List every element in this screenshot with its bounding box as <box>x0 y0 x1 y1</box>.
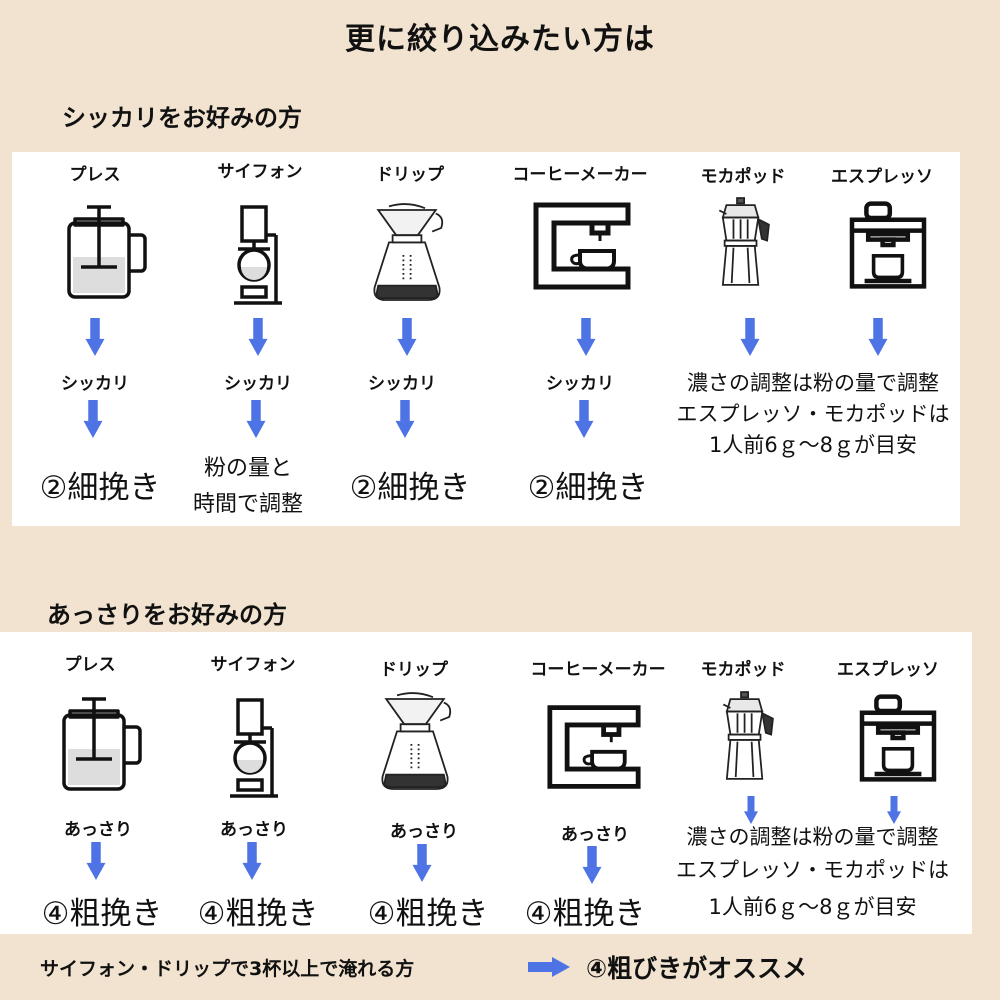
section-panel-rich <box>12 152 960 526</box>
down-arrow-icon <box>743 796 759 824</box>
espresso-machine-icon <box>853 690 943 786</box>
grind-note-line: 時間で調整 <box>192 492 303 517</box>
result-label: シッカリ <box>368 374 436 394</box>
coffee-maker-icon <box>546 700 642 794</box>
grind-result: ④粗挽き <box>367 896 489 932</box>
pour-over-icon <box>362 198 452 312</box>
grind-result: ②細挽き <box>527 470 649 506</box>
grind-result: ②細挽き <box>349 470 471 506</box>
section-heading-rich: シッカリをお好みの方 <box>62 104 302 132</box>
grind-result: ④粗挽き <box>197 896 319 932</box>
down-arrow-icon <box>582 846 602 884</box>
grind-result: ④粗挽き <box>41 896 163 932</box>
down-arrow-icon <box>86 842 106 880</box>
down-arrow-icon <box>83 400 103 438</box>
result-label: あっさり <box>561 825 629 845</box>
method-label-press: プレス <box>64 655 116 675</box>
method-label-coffee-maker: コーヒーメーカー <box>512 165 648 185</box>
section-heading-light: あっさりをお好みの方 <box>47 601 287 629</box>
method-label-drip: ドリップ <box>380 660 448 680</box>
down-arrow-icon <box>242 842 262 880</box>
method-label-moka: モカポッド <box>700 167 786 187</box>
method-label-siphon: サイフォン <box>217 162 303 182</box>
down-arrow-icon <box>574 400 594 438</box>
strength-note-line: 濃さの調整は粉の量で調整 <box>686 825 939 849</box>
down-arrow-icon <box>85 318 105 356</box>
method-label-espresso: エスプレッソ <box>831 167 933 187</box>
espresso-machine-icon <box>843 198 933 292</box>
method-label-siphon: サイフォン <box>210 655 296 675</box>
grind-result: ④粗挽き <box>524 896 646 932</box>
result-label: あっさり <box>390 822 458 842</box>
down-arrow-icon <box>576 318 596 356</box>
down-arrow-icon <box>246 400 266 438</box>
method-label-drip: ドリップ <box>376 165 444 185</box>
method-label-moka: モカポッド <box>700 660 786 680</box>
method-label-press: プレス <box>69 165 121 185</box>
result-label: あっさり <box>64 820 132 840</box>
down-arrow-icon <box>886 796 902 824</box>
down-arrow-icon <box>740 318 760 356</box>
down-arrow-icon <box>248 318 268 356</box>
method-label-coffee-maker: コーヒーメーカー <box>530 660 666 680</box>
method-label-espresso: エスプレッソ <box>837 660 939 680</box>
strength-note-line: 濃さの調整は粉の量で調整 <box>687 371 939 395</box>
page-title: 更に絞り込みたい方は <box>345 22 655 57</box>
down-arrow-icon <box>395 400 415 438</box>
down-arrow-icon <box>412 844 432 882</box>
siphon-icon <box>228 695 288 801</box>
strength-note-line: 1人前6ｇ～8ｇが目安 <box>708 895 917 919</box>
french-press-icon <box>50 690 150 796</box>
pour-over-icon <box>370 688 460 800</box>
result-label: あっさり <box>220 820 288 840</box>
footer-condition: サイフォン・ドリップで3杯以上で淹れる方 <box>40 958 415 980</box>
section-panel-light <box>0 632 972 934</box>
down-arrow-icon <box>868 318 888 356</box>
result-label: シッカリ <box>61 374 129 394</box>
result-label: シッカリ <box>224 374 292 394</box>
moka-pot-icon <box>718 690 780 788</box>
french-press-icon <box>55 198 155 304</box>
coffee-maker-icon <box>532 200 632 292</box>
right-arrow-icon <box>528 957 570 977</box>
moka-pot-icon <box>714 196 776 294</box>
strength-note-line: エスプレッソ・モカポッドは <box>676 402 950 426</box>
down-arrow-icon <box>397 318 417 356</box>
siphon-icon <box>232 203 292 307</box>
footer-recommendation: ④粗びきがオススメ <box>586 954 808 983</box>
strength-note-line: 1人前6ｇ～8ｇが目安 <box>708 433 918 457</box>
strength-note-line: エスプレッソ・モカポッドは <box>676 858 949 882</box>
grind-note-line: 粉の量と <box>203 456 292 481</box>
grind-result: ②細挽き <box>39 470 161 506</box>
result-label: シッカリ <box>546 374 614 394</box>
